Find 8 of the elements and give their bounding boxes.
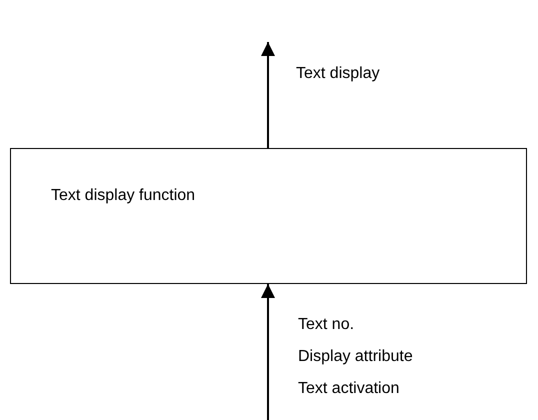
signal-label: Text no. xyxy=(298,316,354,334)
signal-label: Text display xyxy=(296,65,380,83)
process-box xyxy=(10,148,527,284)
signal-label: Display attribute xyxy=(298,348,413,366)
arrow xyxy=(261,42,275,148)
box-label: Text display function xyxy=(51,187,196,205)
signal-label: Text activation xyxy=(298,380,400,398)
arrow xyxy=(261,284,275,420)
